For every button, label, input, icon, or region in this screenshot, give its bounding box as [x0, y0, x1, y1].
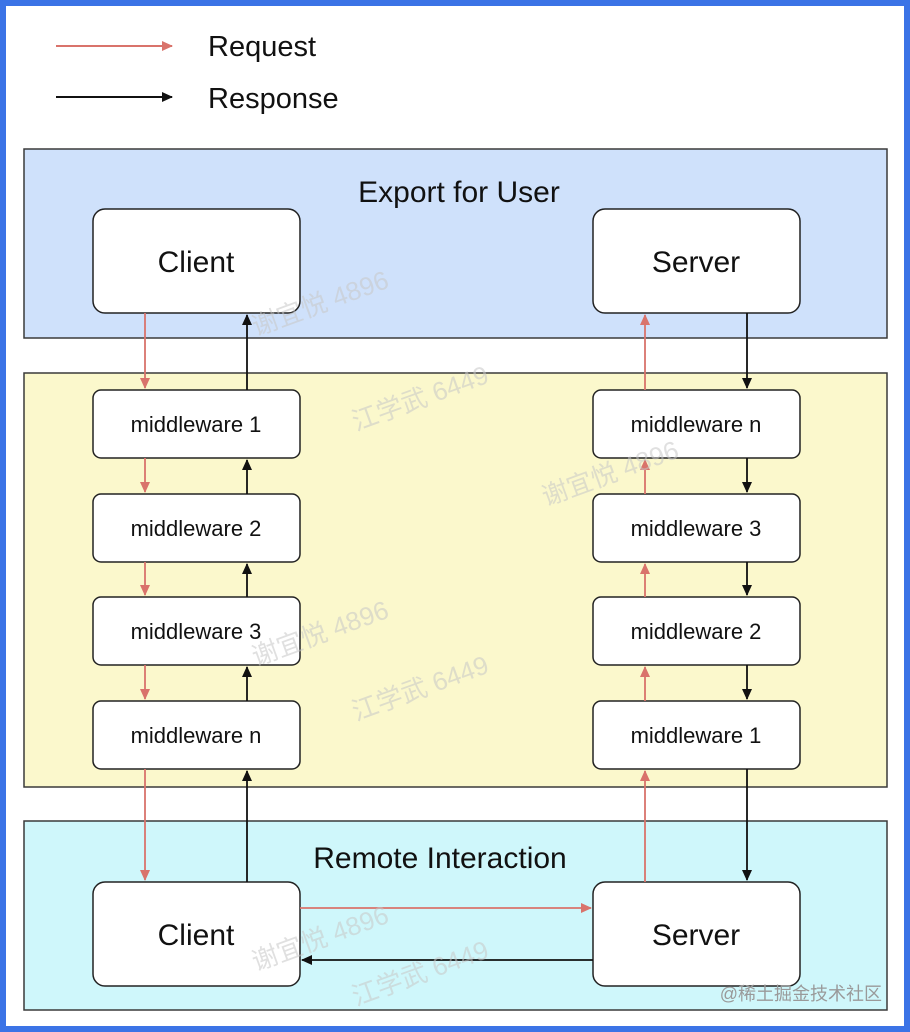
server-middleware-3: middleware 3 — [592, 493, 801, 563]
client-middleware-1: middleware 1 — [92, 389, 301, 459]
remote-lane-title: Remote Interaction — [313, 842, 566, 875]
legend-response-label: Response — [208, 83, 339, 115]
export-server-label: Server — [652, 246, 740, 279]
legend: Request Response — [56, 31, 339, 115]
server-middleware-1: middleware 1 — [592, 700, 801, 770]
client-middleware-n-label: middleware n — [131, 723, 262, 748]
server-middleware-n-label: middleware n — [631, 412, 762, 437]
export-lane-title: Export for User — [358, 176, 560, 209]
remote-server-box: Server — [592, 881, 801, 987]
export-client-box: Client — [92, 208, 301, 314]
client-middleware-3: middleware 3 — [92, 596, 301, 666]
diagram-canvas: Request Response Export for User Remote … — [6, 6, 904, 1026]
export-server-box: Server — [592, 208, 801, 314]
server-middleware-3-label: middleware 3 — [631, 516, 762, 541]
middleware-flow-diagram: Request Response Export for User Remote … — [23, 31, 888, 1012]
client-middleware-2: middleware 2 — [92, 493, 301, 563]
client-middleware-2-label: middleware 2 — [131, 516, 262, 541]
remote-server-label: Server — [652, 919, 740, 952]
legend-request-label: Request — [208, 31, 316, 63]
client-middleware-n: middleware n — [92, 700, 301, 770]
server-middleware-n: middleware n — [592, 389, 801, 459]
credit-text: @稀土掘金技术社区 — [720, 984, 882, 1004]
remote-client-label: Client — [158, 919, 235, 952]
client-middleware-1-label: middleware 1 — [131, 412, 262, 437]
remote-client-box: Client — [92, 881, 301, 987]
client-middleware-3-label: middleware 3 — [131, 619, 262, 644]
server-middleware-2: middleware 2 — [592, 596, 801, 666]
export-client-label: Client — [158, 246, 235, 279]
server-middleware-2-label: middleware 2 — [631, 619, 762, 644]
server-middleware-1-label: middleware 1 — [631, 723, 762, 748]
